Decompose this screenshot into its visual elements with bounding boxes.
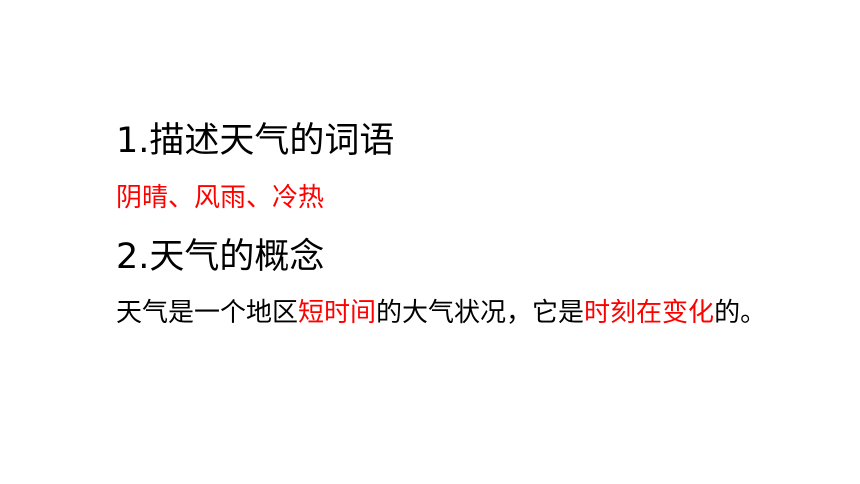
heading-weather-words: 1.描述天气的词语	[116, 121, 395, 161]
definition-text-3: 的。	[714, 298, 767, 328]
definition-highlight-changing: 时刻在变化	[584, 298, 715, 328]
definition-highlight-short-time: 短时间	[298, 298, 377, 328]
heading-weather-concept: 2.天气的概念	[116, 237, 325, 277]
definition-text-1: 天气是一个地区	[116, 298, 299, 328]
definition-text-2: 的大气状况，它是	[376, 298, 585, 328]
weather-definition: 天气是一个地区短时间的大气状况，它是时刻在变化的。	[116, 300, 766, 326]
answer-weather-words: 阴晴、风雨、冷热	[116, 183, 325, 213]
